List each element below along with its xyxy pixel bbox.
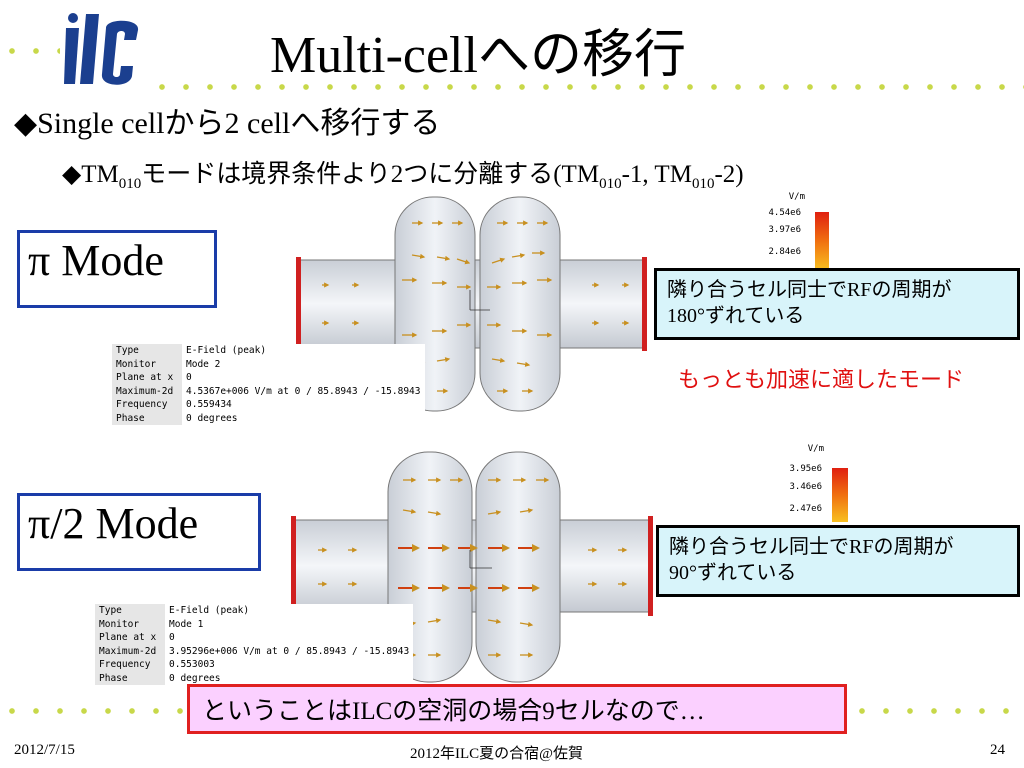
footer-date: 2012/7/15: [14, 742, 75, 758]
info-row: Type E-Field (peak): [95, 604, 413, 618]
pi-mode-cavity-field-plot: [296, 196, 647, 412]
info-row: Maximum-2d 4.5367e+006 V/m at 0 / 85.8943…: [112, 384, 425, 398]
half-pi-mode-cavity-field-plot: [291, 451, 653, 683]
info-key: Phase: [112, 411, 182, 425]
info-row: Frequency 0.559434: [112, 398, 425, 412]
half-pi-callout-line-2: 90°ずれている: [669, 562, 797, 584]
info-value: 0: [169, 632, 175, 644]
half-pi-mode-field-legend: V/m 3.95e6 3.46e6 2.47e6: [776, 440, 856, 522]
info-key: Maximum-2d: [95, 644, 165, 658]
info-key: Maximum-2d: [112, 384, 182, 398]
info-row: Maximum-2d 3.95296e+006 V/m at 0 / 85.894…: [95, 644, 413, 658]
info-value: 3.95296e+006 V/m at 0 / 85.8943 / -15.89…: [169, 645, 410, 657]
bullet2-sub3: 010: [691, 176, 715, 192]
bullet-mode-split: ◆TM010モードは境界条件より2つに分離する(TM010-1, TM010-2…: [62, 154, 744, 193]
info-value: 0.559434: [186, 399, 232, 411]
info-row: Type E-Field (peak): [112, 344, 425, 358]
info-value: 0 degrees: [169, 672, 221, 684]
slide-title: Multi-cellへの移行: [270, 27, 686, 84]
info-key: Plane at x: [95, 631, 165, 645]
footer-event: 2012年ILC夏の合宿@佐賀: [410, 746, 583, 762]
info-key: Type: [112, 344, 182, 358]
bottom-dot-line-left: [0, 708, 185, 714]
pi-legend-unit: V/m: [788, 192, 805, 202]
info-row: Plane at x 0: [95, 631, 413, 645]
bullet2-sub2: 010: [599, 176, 622, 192]
top-dot-line-left: [0, 48, 60, 54]
info-row: Phase 0 degrees: [95, 671, 413, 685]
ilc-logo: [64, 13, 139, 85]
info-value: 0: [186, 372, 192, 384]
pi-legend-colorbar: [815, 212, 829, 270]
info-key: Frequency: [95, 658, 165, 672]
info-value: Mode 1: [169, 618, 204, 630]
bullet-single-to-two-cell: ◆Single cellから2 cellへ移行する: [14, 107, 441, 140]
info-key: Phase: [95, 671, 165, 685]
info-value: 0.553003: [169, 659, 215, 671]
half-pi-mode-label: π/2 Mode: [17, 493, 261, 571]
info-row: Monitor Mode 2: [112, 357, 425, 371]
pi-mode-field-legend: V/m 4.54e6 3.97e6 2.84e6: [760, 190, 835, 270]
ilc-nine-cell-conclusion: ということはILCの空洞の場合9セルなので…: [187, 684, 847, 734]
half-pi-legend-colorbar: [832, 468, 848, 522]
half-pi-callout-line-1: 隣り合うセル同士でRFの周期が: [669, 536, 954, 558]
half-pi-legend-tick-1: 3.95e6: [789, 464, 822, 474]
best-acceleration-note: もっとも加速に適したモード: [678, 367, 965, 392]
top-dot-line-right: [150, 84, 1024, 90]
info-row: Monitor Mode 1: [95, 617, 413, 631]
info-value: 0 degrees: [186, 412, 238, 424]
pi-callout-line-1: 隣り合うセル同士でRFの周期が: [667, 279, 952, 301]
info-value: E-Field (peak): [186, 345, 267, 357]
half-pi-mode-callout: 隣り合うセル同士でRFの周期が 90°ずれている: [656, 525, 1020, 597]
footer-page-number: 24: [990, 742, 1005, 758]
info-row: Phase 0 degrees: [112, 411, 425, 425]
info-value: Mode 2: [186, 358, 221, 370]
info-key: Type: [95, 604, 165, 618]
pi-mode-label: π Mode: [17, 230, 217, 308]
bullet2-suffix: -2): [714, 161, 744, 188]
info-row: Plane at x 0: [112, 371, 425, 385]
half-pi-legend-unit: V/m: [807, 444, 824, 454]
bullet2-mid: モードは境界条件より2つに分離する(TM: [141, 161, 600, 188]
info-row: Frequency 0.553003: [95, 658, 413, 672]
info-key: Monitor: [95, 617, 165, 631]
half-pi-legend-tick-2: 3.46e6: [789, 482, 822, 492]
bullet2-sub1: 010: [118, 176, 142, 192]
info-value: E-Field (peak): [169, 605, 250, 617]
bottom-dot-line-right: [850, 708, 1024, 714]
pi-callout-line-2: 180°ずれている: [667, 305, 805, 327]
info-key: Plane at x: [112, 371, 182, 385]
pi-legend-tick-2: 3.97e6: [768, 225, 801, 235]
pi-legend-tick-3: 2.84e6: [768, 247, 801, 257]
half-pi-legend-tick-3: 2.47e6: [789, 504, 822, 514]
bullet2-prefix: ◆TM: [62, 161, 119, 188]
info-key: Monitor: [112, 357, 182, 371]
info-key: Frequency: [112, 398, 182, 412]
info-value: 4.5367e+006 V/m at 0 / 85.8943 / -15.894…: [186, 385, 421, 397]
pi-legend-tick-1: 4.54e6: [768, 208, 801, 218]
pi-mode-callout: 隣り合うセル同士でRFの周期が 180°ずれている: [654, 268, 1020, 340]
bullet2-mid2: -1, TM: [621, 161, 692, 188]
